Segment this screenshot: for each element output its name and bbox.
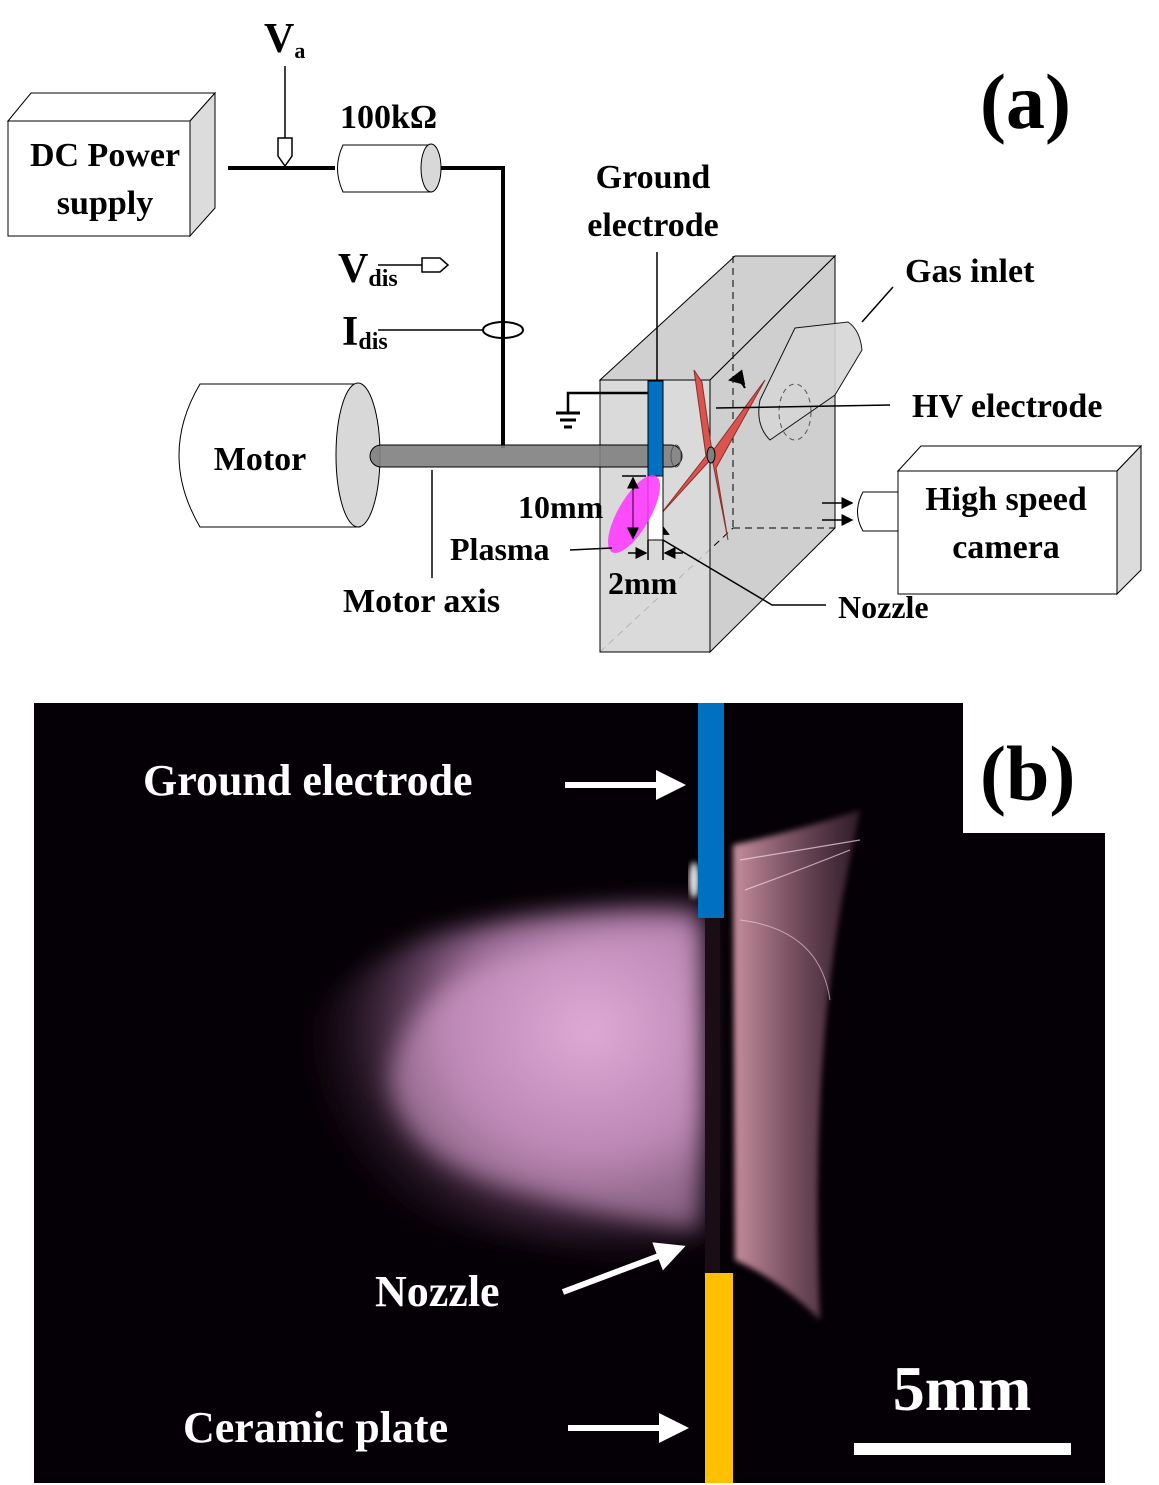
ground-electrode-bar xyxy=(698,703,724,918)
ground-electrode-label-2: electrode xyxy=(587,207,719,244)
ground-electrode-label-b: Ground electrode xyxy=(143,756,473,805)
resistor: 100kΩ xyxy=(337,99,442,193)
arrow-icon xyxy=(561,1242,686,1295)
idis-label: Idis xyxy=(342,309,388,355)
plasma-label: Plasma xyxy=(450,531,550,567)
hv-electrode: HV electrode xyxy=(651,369,1102,541)
gas-inlet-label: Gas inlet xyxy=(905,253,1035,290)
va-label: Va xyxy=(264,16,305,63)
motor: Motor xyxy=(178,382,381,528)
panel-b: (b) Ground electrode Nozzle Ceramic plat… xyxy=(34,703,1105,1483)
scale-bar: 5mm xyxy=(854,1353,1071,1455)
ground-electrode-label-1: Ground xyxy=(596,159,711,196)
va-probe: Va xyxy=(264,16,305,168)
nozzle-label-a: Nozzle xyxy=(838,589,929,625)
ground-symbol-icon xyxy=(556,411,580,429)
nozzle-rod xyxy=(705,915,720,1275)
dim-2mm-label: 2mm xyxy=(608,565,678,601)
motor-label: Motor xyxy=(214,441,307,478)
camera-label-1: High speed xyxy=(925,481,1087,518)
ceramic-plate-label: Ceramic plate xyxy=(183,1403,448,1452)
vdis-label: Vdis xyxy=(338,246,398,292)
hv-electrode-label: HV electrode xyxy=(912,388,1102,425)
power-supply-label-1: DC Power xyxy=(30,137,180,174)
high-speed-camera: High speed camera xyxy=(822,444,1143,596)
panel-a-label: (a) xyxy=(980,58,1071,145)
plasma-shape: Plasma xyxy=(450,475,660,567)
dim-10mm-label: 10mm xyxy=(518,489,604,525)
power-supply-label-2: supply xyxy=(57,185,153,222)
panel-b-label: (b) xyxy=(980,730,1075,817)
dimension-2mm: 2mm xyxy=(608,540,683,601)
motor-axis: Motor axis xyxy=(343,444,683,620)
dimension-10mm: 10mm xyxy=(518,475,646,540)
ceramic-plate-bar xyxy=(705,1273,733,1483)
scale-bar-line xyxy=(854,1443,1071,1455)
nozzle-label-b: Nozzle xyxy=(375,1267,500,1316)
scale-bar-label: 5mm xyxy=(893,1353,1032,1424)
idis-probe: Idis xyxy=(342,309,524,355)
panel-a: (a) DC Power supply Va 100kΩ xyxy=(6,16,1143,654)
nozzle-callout: Nozzle xyxy=(662,539,929,625)
plasma-glow xyxy=(290,810,861,1320)
gas-inlet-tube: Gas inlet xyxy=(758,253,1035,441)
rotation-arrow-icon xyxy=(728,369,746,389)
vdis-probe: Vdis xyxy=(338,246,450,292)
camera-label-2: camera xyxy=(952,529,1060,566)
motor-axis-label: Motor axis xyxy=(343,583,500,620)
resistor-label: 100kΩ xyxy=(340,99,437,136)
dc-power-supply: DC Power supply xyxy=(6,91,217,238)
ground-electrode: Ground electrode xyxy=(556,159,719,541)
